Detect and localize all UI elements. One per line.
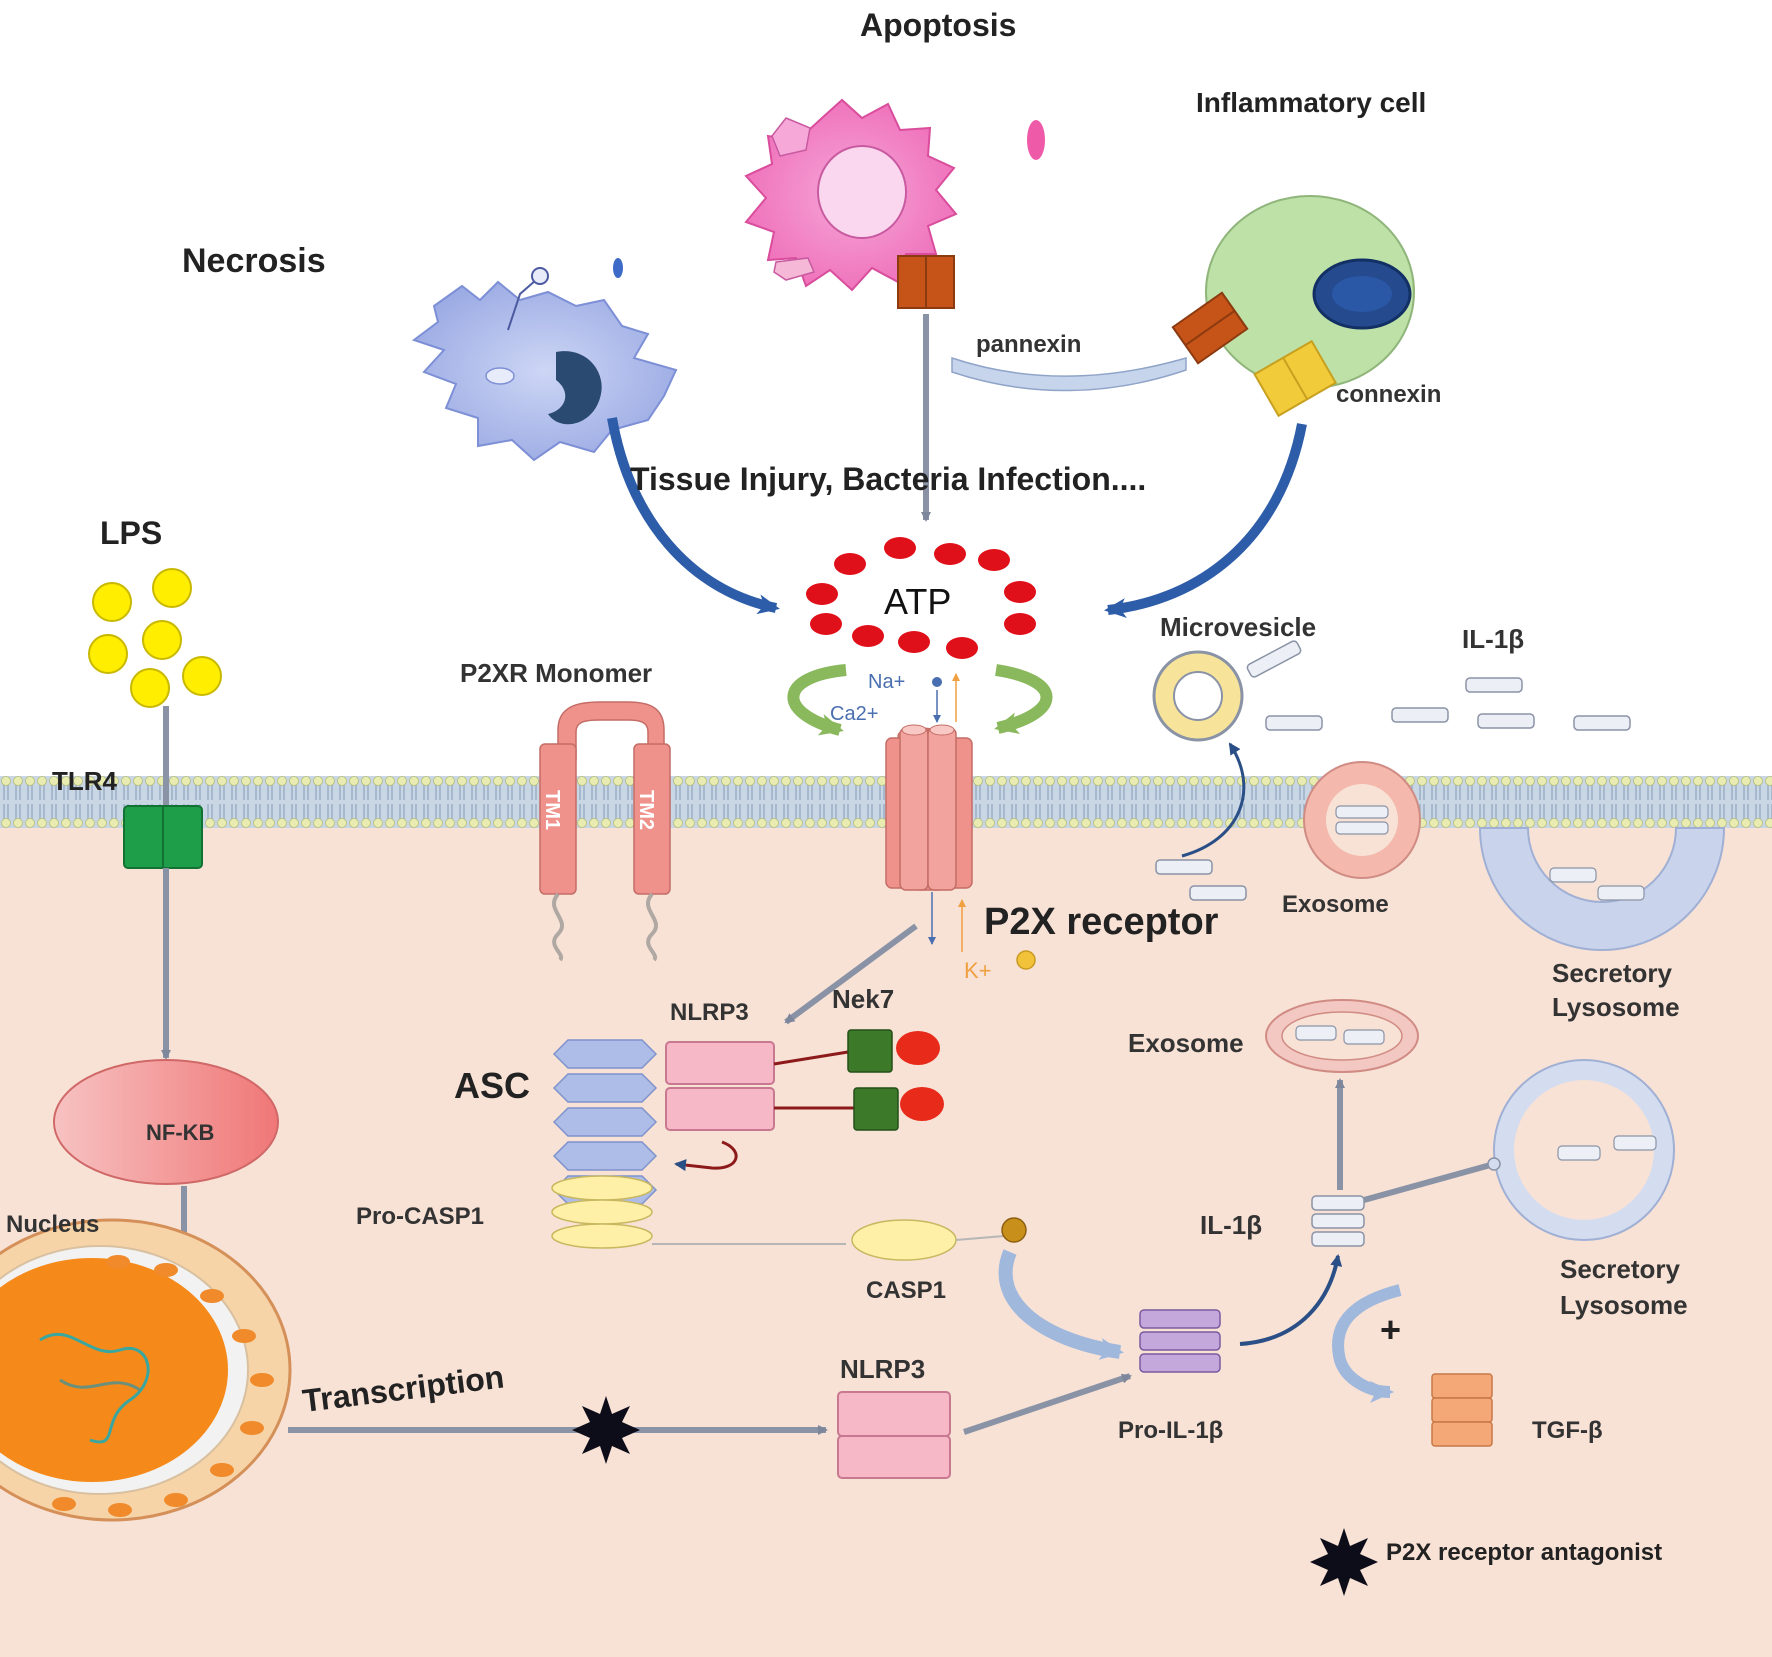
label-ca: Ca2+	[830, 703, 878, 725]
necrotic-cell	[411, 258, 678, 462]
label-il1b-top: IL-1β	[1462, 624, 1524, 654]
inflammatory-to-atp-arrow	[1104, 423, 1307, 618]
secretory-lysosome-lower	[1487, 1059, 1675, 1241]
microvesicle	[1152, 650, 1244, 742]
label-tm2: TM2	[635, 790, 657, 830]
label-plus: +	[1380, 1309, 1401, 1350]
il1b-intracellular	[1155, 859, 1247, 901]
nek7	[773, 1029, 944, 1131]
label-pro-il1b: Pro-IL-1β	[1118, 1417, 1223, 1444]
pannexin-band	[951, 356, 1187, 392]
label-nek7: Nek7	[832, 984, 894, 1014]
label-microvesicle: Microvesicle	[1160, 612, 1316, 642]
label-na: Na+	[868, 671, 905, 693]
label-tlr4: TLR4	[52, 766, 118, 796]
potassium-ion	[1016, 950, 1036, 970]
tlr4-receptor	[123, 805, 203, 869]
label-exosome-membrane: Exosome	[1282, 891, 1389, 918]
label-secretory-low-2: Lysosome	[1560, 1290, 1688, 1320]
label-lps: LPS	[100, 515, 162, 551]
tgf-b	[1431, 1373, 1493, 1447]
label-atp: ATP	[884, 581, 951, 622]
label-nucleus: Nucleus	[6, 1211, 99, 1238]
secretory-lysosome-upper	[1478, 827, 1726, 951]
label-secretory-top-2: Lysosome	[1552, 992, 1680, 1022]
lps-cluster	[88, 568, 222, 708]
p2x-receptor-channel	[885, 724, 973, 891]
exosome-membrane	[1303, 761, 1421, 879]
exosome-lower	[1265, 999, 1419, 1073]
label-secretory-low-1: Secretory	[1560, 1254, 1680, 1284]
nlrp3-to-pro-il1b-arrow	[963, 1373, 1132, 1435]
p2xr-monomer	[539, 701, 671, 962]
label-casp1: CASP1	[866, 1277, 946, 1304]
label-pro-casp1: Pro-CASP1	[356, 1203, 484, 1230]
label-apoptosis: Apoptosis	[860, 7, 1016, 43]
pro-casp1	[551, 1175, 653, 1249]
label-nlrp3-complex: NLRP3	[670, 999, 749, 1026]
label-connexin: connexin	[1336, 381, 1441, 408]
nlrp3-complex	[665, 1041, 775, 1131]
label-tgf-b: TGF-β	[1532, 1417, 1603, 1444]
label-legend-antagonist: P2X receptor antagonist	[1386, 1539, 1662, 1566]
apoptotic-cell	[744, 98, 1045, 309]
label-tissue-injury: Tissue Injury, Bacteria Infection....	[630, 461, 1146, 497]
casp1	[851, 1219, 957, 1261]
label-p2xr-monomer: P2XR Monomer	[460, 658, 652, 688]
label-nlrp3-transcribed: NLRP3	[840, 1354, 925, 1384]
atp-cluster	[806, 537, 1036, 659]
label-secretory-top-1: Secretory	[1552, 958, 1672, 988]
label-k: K+	[964, 958, 992, 983]
nlrp3-transcribed	[837, 1391, 951, 1479]
label-asc: ASC	[454, 1065, 530, 1106]
ion-influx-arrow-left	[787, 664, 847, 736]
il1b-mature	[1311, 1195, 1365, 1247]
nucleus	[0, 1218, 292, 1522]
label-exosome-lower: Exosome	[1128, 1028, 1244, 1058]
label-necrosis: Necrosis	[182, 242, 326, 280]
il1b-extracellular	[1246, 640, 1631, 731]
connexin-channel	[1253, 339, 1338, 418]
pro-il1b	[1139, 1309, 1221, 1373]
label-nf-kb: NF-KB	[146, 1120, 214, 1145]
necrosis-to-atp-arrow	[607, 417, 780, 615]
inflammatory-cell	[1171, 195, 1415, 418]
label-tm1: TM1	[541, 790, 563, 830]
pannexin-channel-inflammatory	[1171, 291, 1249, 365]
nf-kb	[53, 1059, 279, 1185]
label-pannexin: pannexin	[976, 331, 1081, 358]
label-il1b-mid: IL-1β	[1200, 1210, 1262, 1240]
ion-influx-arrow-right	[994, 664, 1053, 734]
p2x-to-inflammasome-arrow	[784, 923, 918, 1025]
p2x-antagonist-star	[572, 1396, 640, 1464]
label-inflammatory-cell: Inflammatory cell	[1196, 87, 1426, 118]
label-p2x-receptor: P2X receptor	[984, 901, 1219, 943]
legend-star-icon	[1310, 1528, 1378, 1596]
